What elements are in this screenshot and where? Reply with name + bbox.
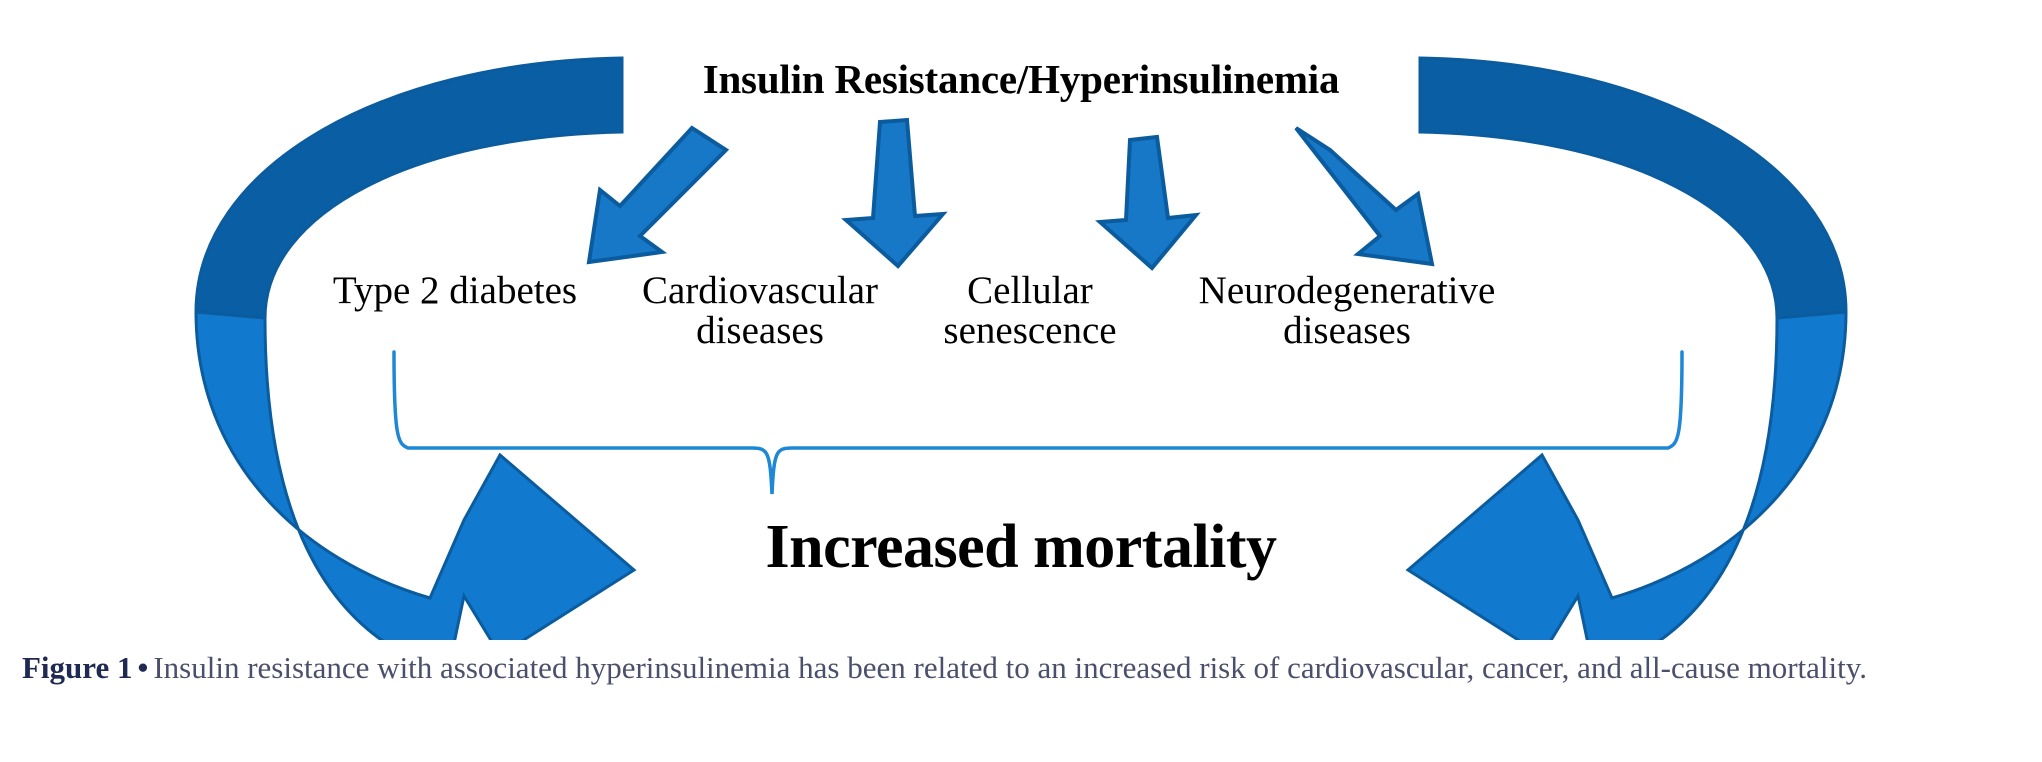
arrow-down-diagonal-right [1294,126,1435,267]
caption-body-text: Insulin resistance with associated hyper… [153,650,1867,685]
ribbon-upper-right [1418,56,1848,320]
caption-bullet-icon: • [137,650,149,685]
caption-figure-number: Figure 1 [22,650,133,685]
brace-connector [392,350,1684,495]
ribbon-upper-left [194,56,624,320]
node-label-cellular-senescence: Cellular senescence [943,269,1117,353]
page-title: Insulin Resistance/Hyperinsulinemia [702,56,1340,102]
arrow-down-diagonal-left [586,125,730,265]
ribbon-lower-right-arrow [1405,310,1848,640]
figure-diagram: Insulin Resistance/Hyperinsulinemia Type… [194,56,1848,640]
arrow-down-vertical-right [1095,134,1201,271]
diagram-graphics [194,56,1848,640]
node-label-neurodegenerative-diseases: Neurodegenerative diseases [1198,269,1496,353]
figure-caption: Figure 1•Insulin resistance with associa… [22,648,2028,688]
outcome-label-increased-mortality: Increased mortality [765,513,1277,581]
arrow-down-vertical-left [841,117,948,269]
node-label-type-2-diabetes: Type 2 diabetes [332,269,578,312]
node-label-cardiovascular-diseases: Cardiovascular diseases [641,269,879,353]
ribbon-lower-left-arrow [194,310,637,640]
